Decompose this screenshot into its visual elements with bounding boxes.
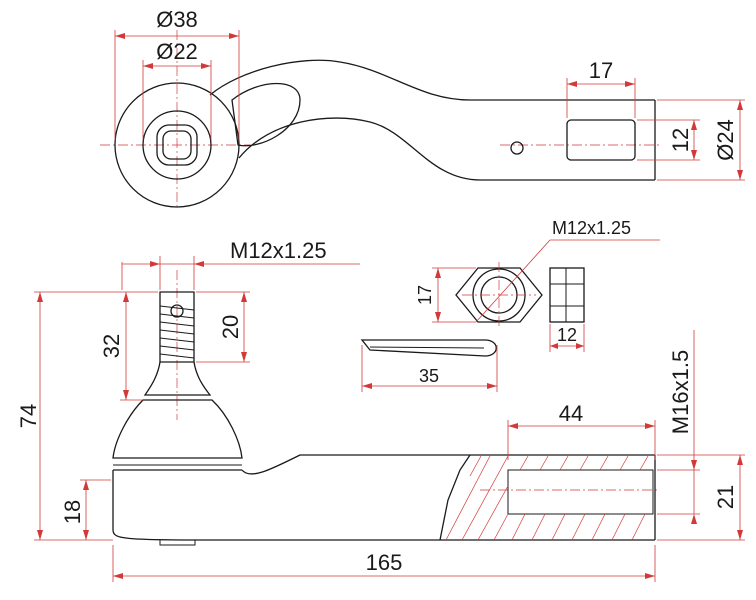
nut-height-label: 17 <box>415 285 435 305</box>
thread-length-label: 20 <box>218 315 243 339</box>
thread-depth-label: 44 <box>559 401 583 426</box>
nut-side <box>549 267 585 323</box>
inner-diameter-label: Ø22 <box>156 39 198 64</box>
base-height-label: 18 <box>60 500 85 524</box>
housing-top <box>241 454 655 475</box>
total-length-label: 165 <box>366 550 403 575</box>
grease-hole <box>510 141 524 155</box>
arm-bottom-edge <box>238 117 655 181</box>
end-height-label: 21 <box>713 485 738 509</box>
arm-pocket <box>231 82 301 147</box>
boot <box>112 399 243 459</box>
end-diameter-label: Ø24 <box>713 119 738 161</box>
arm-top-edge <box>209 59 655 101</box>
stud-threads <box>159 305 195 359</box>
stud-neck <box>143 361 212 396</box>
nut-hex <box>455 267 543 323</box>
flat-face <box>566 119 636 161</box>
castle-nut: M12x1.25 17 12 <box>415 218 660 352</box>
pin-length-label: 35 <box>419 366 439 386</box>
side-view: M12x1.25 20 32 74 18 44 <box>16 238 745 582</box>
bore-outer <box>156 124 198 166</box>
nut-width-label: 12 <box>557 325 577 345</box>
flat-width-label: 12 <box>668 128 693 152</box>
top-view: Ø38 Ø22 17 12 Ø24 <box>100 7 745 210</box>
total-height-label: 74 <box>16 404 41 428</box>
stud-thread-label: M12x1.25 <box>230 238 327 263</box>
eye-inner-circle <box>142 110 212 180</box>
pin-body <box>360 339 497 357</box>
hex-length-label: 17 <box>589 58 613 83</box>
stud-length-label: 32 <box>99 334 124 358</box>
cotter-pin: 35 <box>360 339 498 392</box>
thread-section <box>439 454 654 541</box>
housing-bottom <box>112 470 655 541</box>
inner-thread-label: M16x1.5 <box>668 350 693 434</box>
nut-thread-label: M12x1.25 <box>552 218 631 238</box>
stud-pin-hole <box>170 304 184 318</box>
bore-inner <box>162 130 192 160</box>
outer-diameter-label: Ø38 <box>156 7 198 32</box>
